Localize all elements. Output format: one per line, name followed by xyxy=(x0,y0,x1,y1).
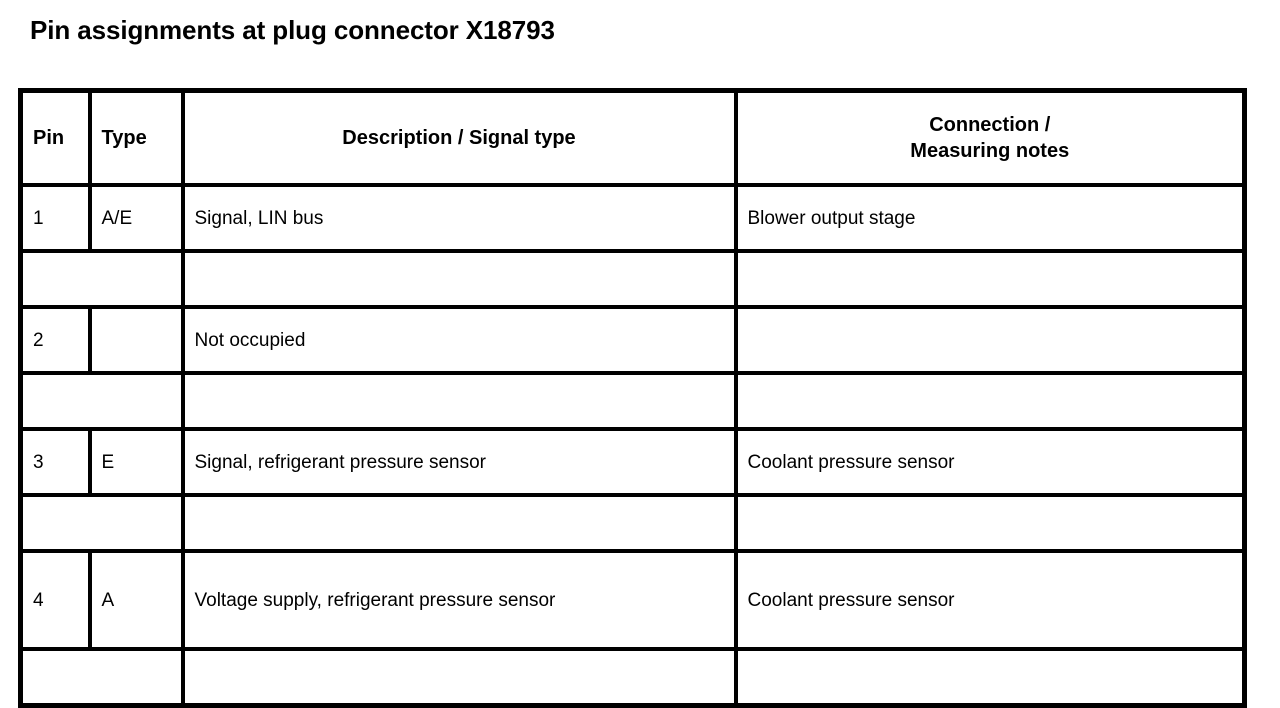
cell-connection: Coolant pressure sensor xyxy=(734,549,1246,651)
table-header-row: Pin Type Description / Signal type Conne… xyxy=(19,89,1246,187)
table-spacer-row xyxy=(19,249,1246,309)
spacer-cell-description xyxy=(181,371,738,431)
cell-type xyxy=(88,305,185,375)
cell-connection: Blower output stage xyxy=(734,183,1246,253)
cell-pin: 1 xyxy=(19,183,92,253)
cell-description: Signal, LIN bus xyxy=(181,183,738,253)
table-spacer-row xyxy=(19,647,1246,708)
spacer-cell-connection xyxy=(734,493,1246,553)
spacer-cell-pin-type xyxy=(19,371,185,431)
cell-type: A/E xyxy=(88,183,185,253)
column-header-pin: Pin xyxy=(19,89,92,187)
pin-assignment-table: Pin Type Description / Signal type Conne… xyxy=(18,88,1247,708)
cell-description: Signal, refrigerant pressure sensor xyxy=(181,427,738,497)
spacer-cell-description xyxy=(181,493,738,553)
cell-description: Not occupied xyxy=(181,305,738,375)
spacer-cell-connection xyxy=(734,647,1246,708)
column-header-description: Description / Signal type xyxy=(181,89,738,187)
spacer-cell-pin-type xyxy=(19,249,185,309)
cell-connection: Coolant pressure sensor xyxy=(734,427,1246,497)
table-row: 2 Not occupied xyxy=(19,305,1246,375)
page-title: Pin assignments at plug connector X18793 xyxy=(30,15,555,45)
cell-connection xyxy=(734,305,1246,375)
cell-description: Voltage supply, refrigerant pressure sen… xyxy=(181,549,738,651)
table-spacer-row xyxy=(19,493,1246,553)
cell-pin: 2 xyxy=(19,305,92,375)
column-header-connection-line2: Measuring notes xyxy=(910,140,1070,162)
spacer-cell-connection xyxy=(734,249,1246,309)
spacer-cell-description xyxy=(181,249,738,309)
cell-pin: 4 xyxy=(19,549,92,651)
column-header-type: Type xyxy=(88,89,185,187)
spacer-cell-connection xyxy=(734,371,1246,431)
column-header-connection: Connection / Measuring notes xyxy=(734,89,1246,187)
cell-type: E xyxy=(88,427,185,497)
spacer-cell-description xyxy=(181,647,738,708)
spacer-cell-pin-type xyxy=(19,493,185,553)
table-spacer-row xyxy=(19,371,1246,431)
spacer-cell-pin-type xyxy=(19,647,185,708)
cell-pin: 3 xyxy=(19,427,92,497)
cell-type: A xyxy=(88,549,185,651)
column-header-connection-line1: Connection / xyxy=(929,114,1051,136)
pin-assignment-table-wrapper: Pin Type Description / Signal type Conne… xyxy=(18,88,1247,708)
